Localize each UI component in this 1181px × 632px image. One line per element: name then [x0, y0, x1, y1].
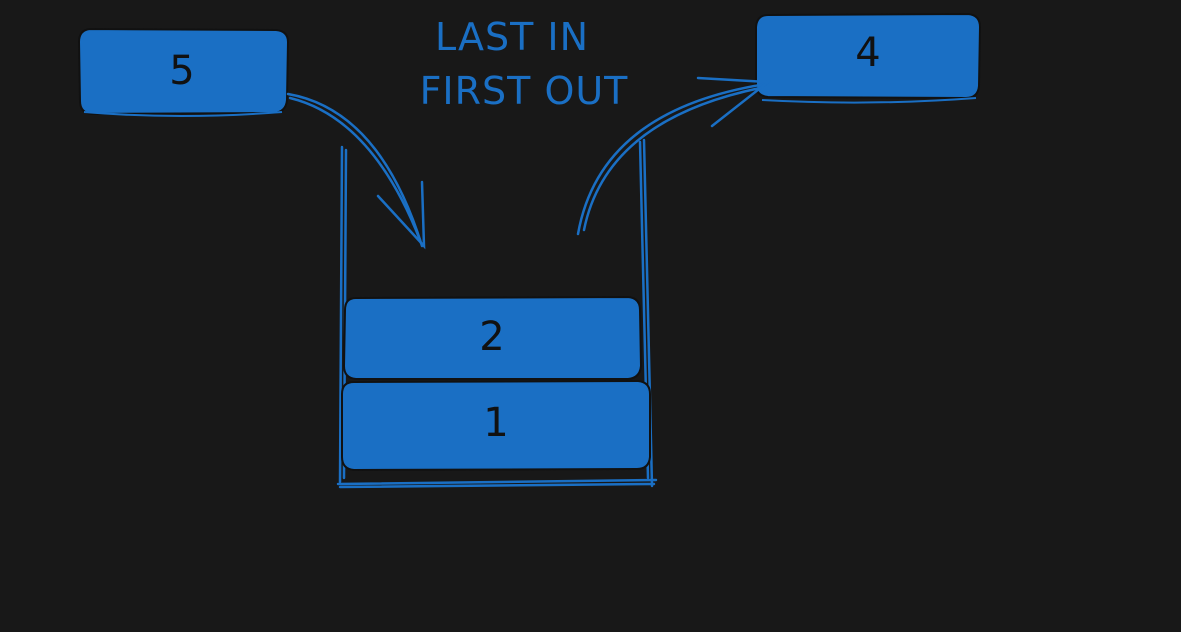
stack-item-label: 1 — [483, 400, 508, 446]
push-arrow — [286, 92, 426, 250]
stack-item: 2 — [342, 295, 643, 380]
pop-arrow-shaft — [576, 82, 768, 236]
stack-left-wall — [338, 145, 344, 484]
stack-bottom — [336, 478, 658, 486]
push-arrow-shaft-sketch — [288, 96, 422, 242]
incoming-label: 5 — [169, 48, 194, 94]
outgoing-label: 4 — [855, 30, 880, 76]
caption: LAST IN FIRST OUT — [420, 15, 629, 113]
stack-container — [336, 138, 658, 489]
pop-arrow-shaft-sketch — [582, 86, 762, 232]
stack-bottom-sketch — [338, 482, 656, 489]
caption-line-1: LAST IN — [435, 15, 589, 59]
stack-item-box — [341, 379, 651, 472]
push-arrow-head — [376, 180, 426, 250]
stack-item-box — [342, 295, 643, 380]
incoming-element: 5 — [77, 27, 290, 117]
pop-arrow-head — [696, 76, 772, 128]
outgoing-element: 4 — [755, 12, 982, 104]
pop-arrow — [576, 76, 772, 236]
caption-line-2: FIRST OUT — [420, 69, 629, 113]
stack-item-label: 2 — [479, 314, 504, 360]
push-arrow-shaft — [286, 92, 424, 248]
stack-item: 1 — [341, 379, 651, 472]
